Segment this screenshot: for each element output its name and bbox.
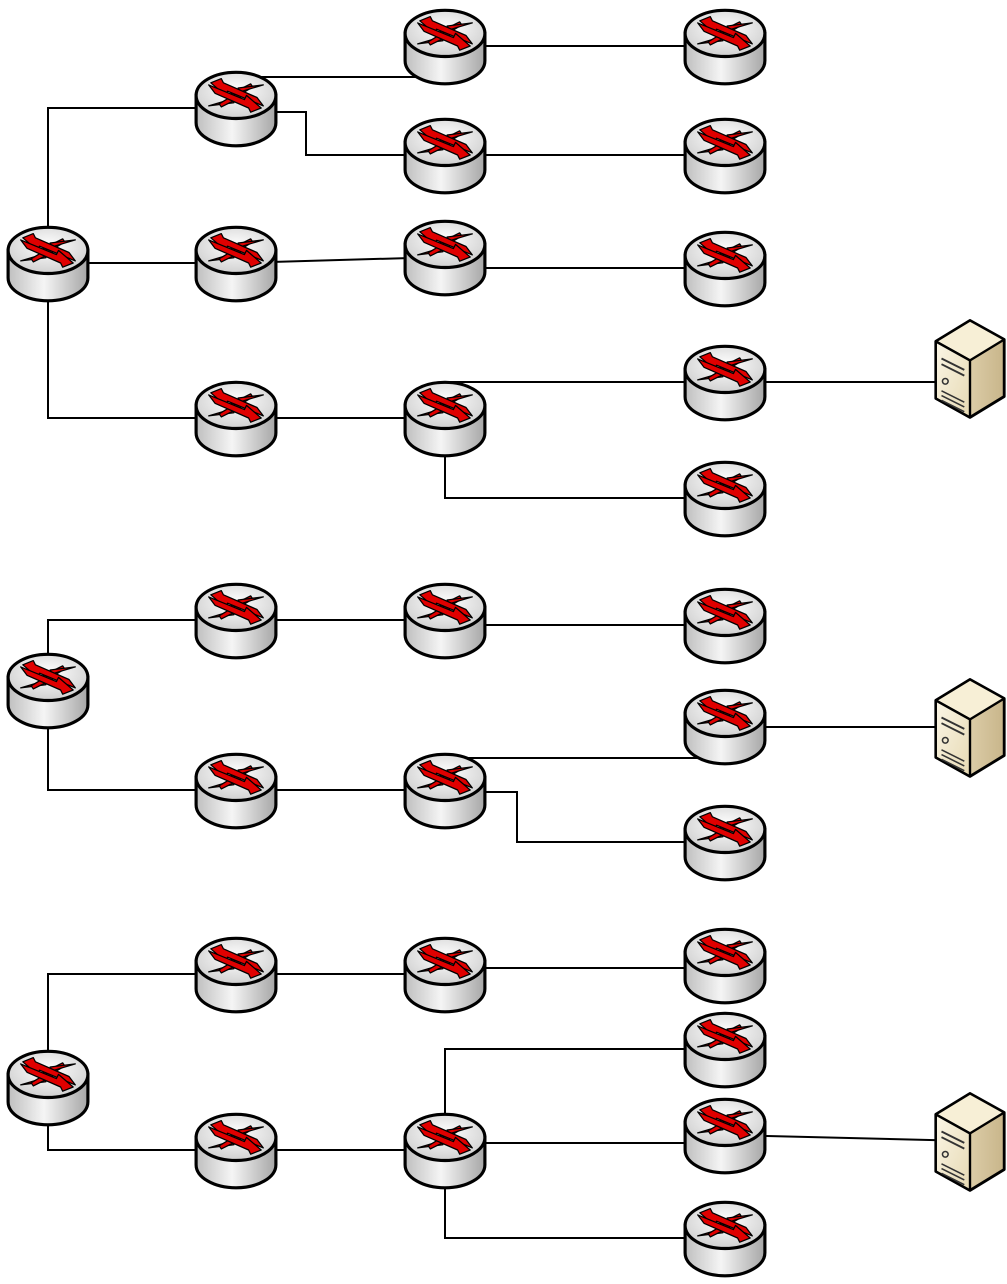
network-link xyxy=(47,263,236,419)
router-icon xyxy=(683,117,767,195)
router-icon xyxy=(683,230,767,308)
router-icon xyxy=(683,804,767,882)
router-icon xyxy=(194,936,278,1014)
router-icon xyxy=(683,587,767,665)
router-icon xyxy=(194,1112,278,1190)
router-icon xyxy=(194,380,278,458)
link-layer xyxy=(47,45,971,1239)
network-link xyxy=(47,107,236,263)
server-tower-icon xyxy=(934,319,1006,419)
router-icon xyxy=(403,936,487,1014)
network-link xyxy=(444,1048,725,1150)
router-icon xyxy=(683,1097,767,1175)
router-icon xyxy=(403,1112,487,1190)
router-icon xyxy=(194,752,278,830)
router-icon xyxy=(683,1200,767,1278)
router-icon xyxy=(6,1049,90,1127)
router-icon xyxy=(683,927,767,1005)
router-icon xyxy=(683,1011,767,1089)
router-icon xyxy=(6,652,90,730)
router-icon xyxy=(6,225,90,303)
router-icon xyxy=(403,752,487,830)
router-icon xyxy=(403,380,487,458)
router-icon xyxy=(403,8,487,86)
router-icon xyxy=(403,582,487,660)
router-icon xyxy=(194,225,278,303)
network-link xyxy=(444,418,725,499)
router-icon xyxy=(683,688,767,766)
router-icon xyxy=(403,117,487,195)
router-icon xyxy=(403,219,487,297)
node-layer xyxy=(6,8,1006,1278)
server-tower-icon xyxy=(934,1092,1006,1192)
network-link xyxy=(445,791,725,843)
router-icon xyxy=(683,344,767,422)
network-link xyxy=(47,973,236,1087)
router-icon xyxy=(683,8,767,86)
router-icon xyxy=(194,582,278,660)
router-icon xyxy=(683,460,767,538)
network-link xyxy=(444,1150,725,1239)
router-icon xyxy=(194,70,278,148)
server-tower-icon xyxy=(934,678,1006,778)
